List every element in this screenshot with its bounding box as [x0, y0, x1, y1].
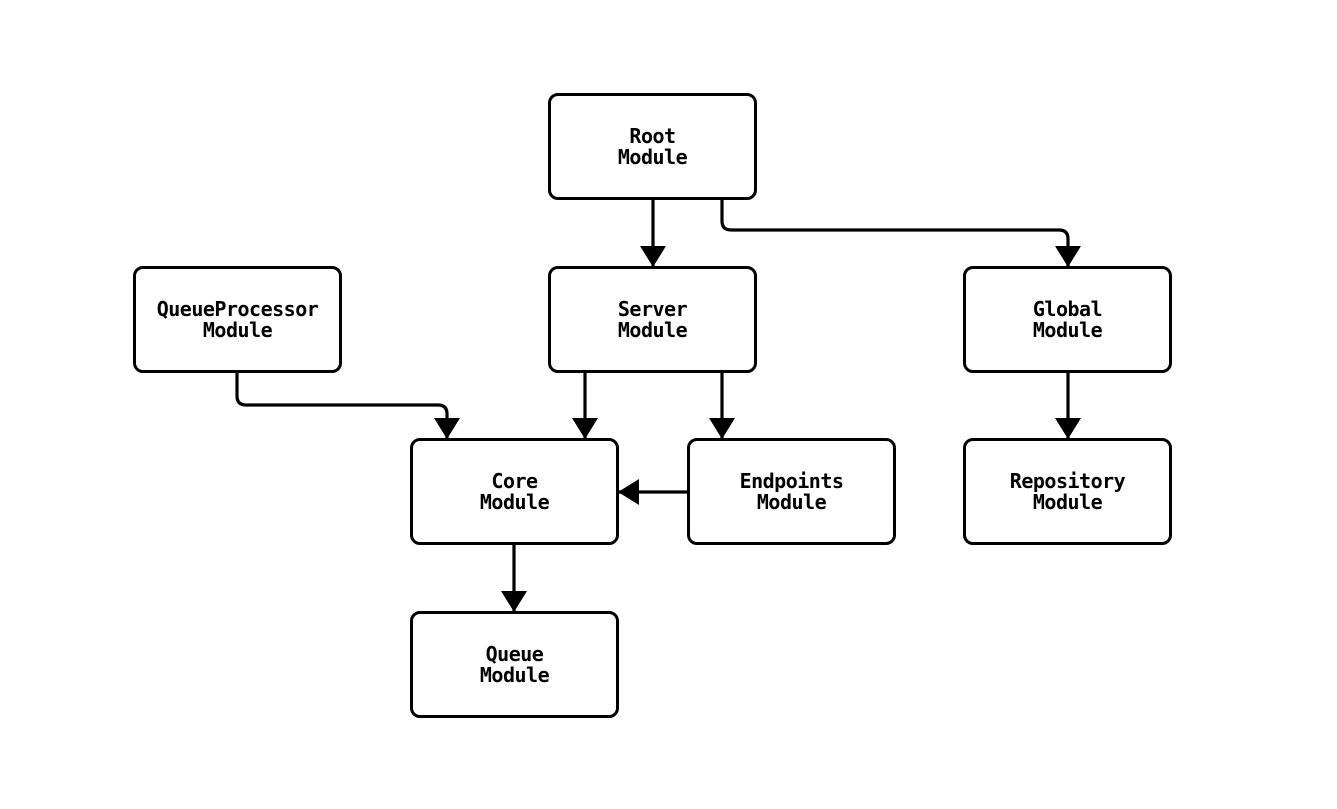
node-label-line: Module [617, 144, 688, 169]
node-label-line: Queue [485, 641, 544, 666]
node-label-line: Server [617, 296, 688, 321]
node-label-line: QueueProcessor [156, 296, 319, 321]
node-label-line: Module [1032, 489, 1103, 514]
node-label-line: Module [202, 317, 273, 342]
node-label-line: Module [479, 489, 550, 514]
node-label-line: Module [479, 662, 550, 687]
edge-queueprocessor-to-core [235, 373, 460, 439]
edge-root-to-global [720, 198, 1081, 267]
node-label-line: Core [491, 468, 538, 493]
node-label-line: Root [629, 123, 676, 148]
node-label-line: Module [1032, 317, 1103, 342]
node-label-line: Repository [1009, 468, 1126, 493]
node-label-line: Module [617, 317, 688, 342]
node-label-line: Endpoints [739, 468, 844, 493]
node-label-line: Module [756, 489, 827, 514]
edges-group [235, 198, 1081, 612]
node-label-line: Global [1032, 296, 1103, 321]
